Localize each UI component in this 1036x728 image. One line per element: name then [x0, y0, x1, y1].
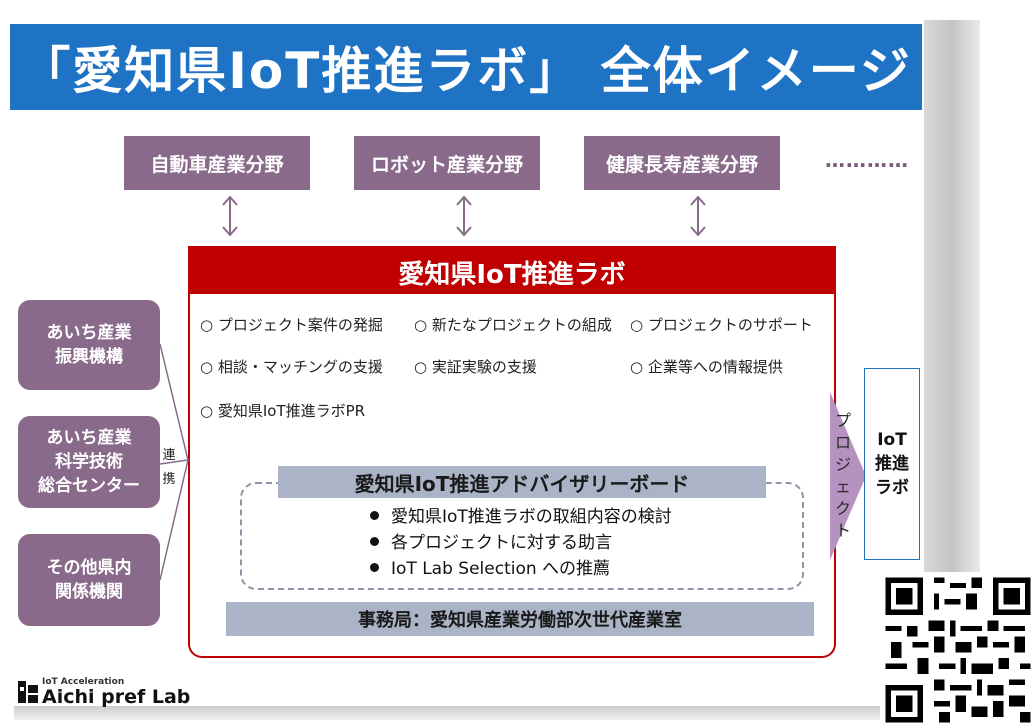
- activity-item: ○ 相談・マッチングの支援: [200, 358, 383, 376]
- activity-item: ○ 実証実験の支援: [414, 358, 537, 376]
- double-arrow-icon: [222, 195, 238, 237]
- project-arrow-icon: [830, 392, 866, 560]
- advisory-item: 各プロジェクトに対する助言: [370, 528, 612, 553]
- slide: 「愛知県IoT推進ラボ」 全体イメージ 自動車産業分野 ロボット産業分野 健康長…: [10, 10, 922, 707]
- lab-header: 愛知県IoT推進ラボ: [188, 246, 836, 298]
- sector-health: 健康長寿産業分野: [584, 136, 780, 190]
- project-char: ェ: [834, 477, 851, 496]
- sector-ellipsis: …………: [825, 148, 909, 172]
- activity-item: ○ プロジェクトのサポート: [630, 316, 813, 334]
- double-arrow-icon: [690, 195, 706, 237]
- project-char: ト: [834, 521, 851, 540]
- advisory-board-title: 愛知県IoT推進アドバイザリーボード: [278, 466, 766, 498]
- logo-small-text: IoT Acceleration: [42, 677, 125, 687]
- iot-lab-label: 推進: [875, 454, 909, 474]
- partner-label: あいち産業: [46, 323, 132, 343]
- iot-lab-label: IoT: [877, 430, 907, 450]
- sector-automotive: 自動車産業分野: [124, 136, 310, 190]
- connector-lines: [159, 343, 189, 581]
- project-label: プ ロ ジ ェ ク ト: [832, 410, 854, 542]
- advisory-item-label: 各プロジェクトに対する助言: [391, 533, 612, 553]
- advisory-item: IoT Lab Selection への推薦: [370, 554, 610, 579]
- partner-label: あいち産業: [46, 428, 132, 448]
- partner-label: 総合センター: [38, 476, 140, 496]
- lab-logo-icon: [18, 681, 38, 703]
- iot-lab-label: ラボ: [875, 478, 909, 498]
- bullet-icon: [370, 562, 379, 572]
- partner-label: 振興機構: [55, 347, 123, 367]
- aichi-pref-lab-logo: IoT Acceleration Aichi pref Lab: [18, 674, 190, 710]
- logo-big-text: Aichi pref Lab: [42, 686, 191, 708]
- slide-title: 「愛知県IoT推進ラボ」 全体イメージ: [10, 24, 922, 110]
- project-char: ジ: [834, 455, 851, 474]
- sector-robot: ロボット産業分野: [354, 136, 540, 190]
- cooperation-label: 連 携: [160, 444, 178, 492]
- cooperation-char: 連: [162, 448, 176, 463]
- partner-label: 関係機関: [55, 582, 123, 602]
- iot-lab-box: IoT 推進 ラボ: [864, 368, 920, 560]
- partner-aichi-science-center: あいち産業 科学技術 総合センター: [18, 416, 160, 508]
- bullet-icon: [370, 536, 379, 546]
- activity-item: ○ 新たなプロジェクトの組成: [414, 316, 612, 334]
- project-char: ク: [834, 499, 851, 518]
- partner-aichi-industry-promotion: あいち産業 振興機構: [18, 300, 160, 390]
- partner-label: 科学技術: [55, 452, 123, 472]
- double-arrow-icon: [456, 195, 472, 237]
- cooperation-char: 携: [162, 472, 176, 487]
- project-char: ロ: [834, 433, 851, 452]
- advisory-item: 愛知県IoT推進ラボの取組内容の検討: [370, 502, 672, 527]
- project-char: プ: [834, 411, 851, 430]
- activity-item: ○ 企業等への情報提供: [630, 358, 783, 376]
- advisory-item-label: 愛知県IoT推進ラボの取組内容の検討: [391, 507, 672, 527]
- activity-item: ○ 愛知県IoT推進ラボPR: [200, 402, 366, 420]
- qr-code-icon[interactable]: [880, 572, 1036, 728]
- bullet-icon: [370, 510, 379, 520]
- advisory-item-label: IoT Lab Selection への推薦: [391, 559, 611, 579]
- activity-item: ○ プロジェクト案件の発掘: [200, 316, 383, 334]
- secretariat-bar: 事務局：愛知県産業労働部次世代産業室: [226, 602, 814, 636]
- partner-other-organizations: その他県内 関係機関: [18, 534, 160, 626]
- partner-label: その他県内: [46, 558, 132, 578]
- slide-shadow-bottom: [14, 706, 914, 720]
